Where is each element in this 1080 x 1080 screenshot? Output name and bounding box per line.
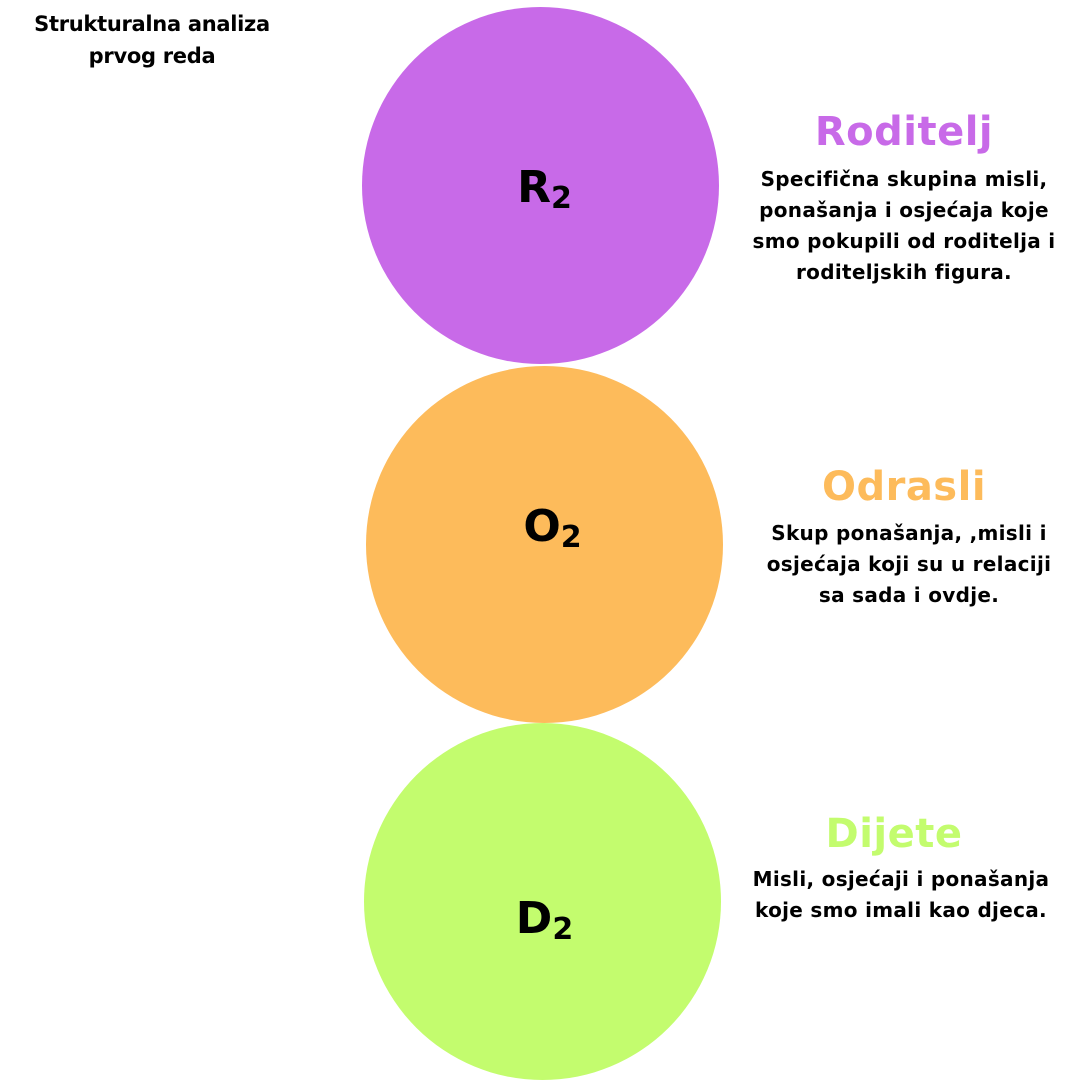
- parent-state-heading: Roditelj: [814, 109, 994, 155]
- parent-state-circle: R2: [362, 7, 719, 364]
- adult-state-heading: Odrasli: [821, 464, 987, 510]
- parent-state-label: R2: [517, 161, 572, 216]
- child-state-description: Misli, osjećaji i ponašanja koje smo ima…: [752, 867, 1050, 922]
- child-state-label: D2: [515, 892, 574, 947]
- adult-state-circle: O2: [366, 366, 723, 723]
- page-title: Strukturalna analiza prvog reda: [34, 12, 270, 68]
- child-state-circle: D2: [364, 723, 721, 1080]
- child-state-heading: Dijete: [825, 811, 963, 857]
- adult-state-label: O2: [523, 500, 582, 555]
- adult-state-description: Skup ponašanja, ,misli i osjećaja koji s…: [766, 521, 1052, 607]
- parent-state-description: Specifična skupina misli, ponašanja i os…: [752, 167, 1056, 284]
